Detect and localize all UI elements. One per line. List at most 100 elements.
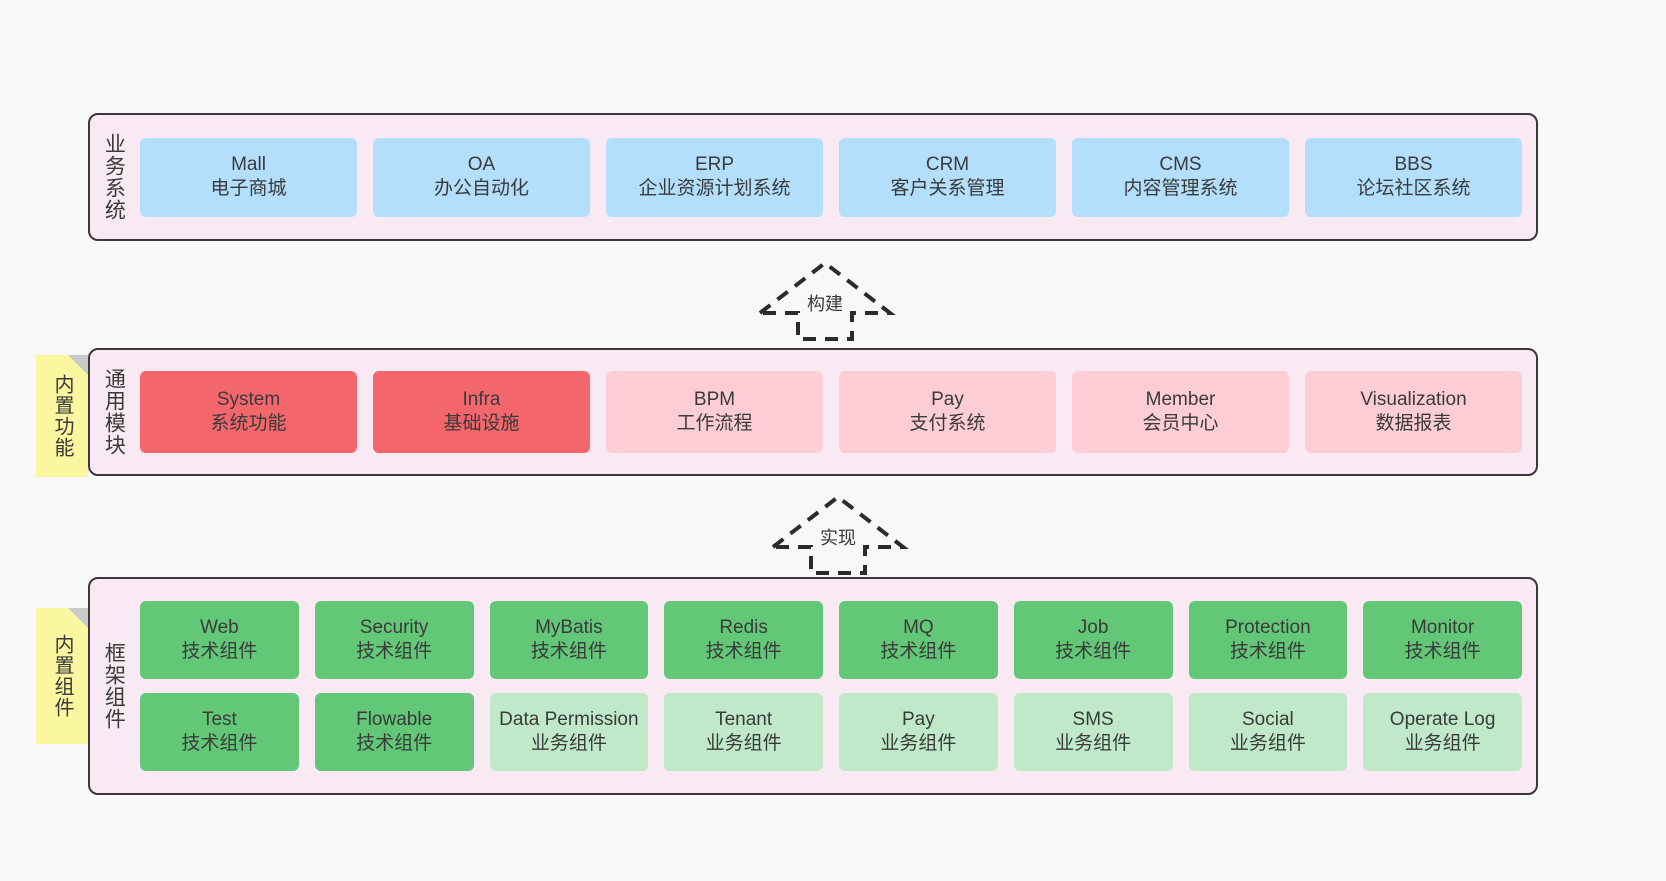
- node-bbs-title: BBS: [1394, 153, 1433, 175]
- layer-framework-components-label: 框架组件: [102, 642, 126, 730]
- node-crm-sub: 客户关系管理: [890, 178, 1005, 199]
- node-mq[interactable]: MQ 技术组件: [839, 601, 998, 679]
- node-bpm[interactable]: BPM 工作流程: [606, 371, 823, 453]
- node-pay-component-sub: 业务组件: [880, 733, 957, 754]
- node-erp-sub: 企业资源计划系统: [638, 178, 791, 199]
- node-protection-title: Protection: [1225, 616, 1311, 638]
- node-mybatis[interactable]: MyBatis 技术组件: [489, 601, 649, 679]
- node-oa-title: OA: [467, 153, 496, 175]
- node-flowable[interactable]: Flowable 技术组件: [314, 693, 474, 771]
- node-system-sub: 系统功能: [210, 413, 287, 434]
- node-tenant-sub: 业务组件: [705, 733, 782, 754]
- node-crm[interactable]: CRM 客户关系管理: [839, 137, 1056, 217]
- sticky-note-builtin-features-label: 内置功能: [51, 374, 73, 458]
- node-data-permission[interactable]: Data Permission 业务组件: [489, 693, 649, 771]
- node-mq-title: MQ: [903, 616, 934, 638]
- node-member[interactable]: Member 会员中心: [1072, 371, 1289, 453]
- node-job-title: Job: [1077, 616, 1109, 638]
- connector-build: 构建: [754, 258, 905, 344]
- node-cms[interactable]: CMS 内容管理系统: [1072, 137, 1289, 217]
- node-redis-title: Redis: [719, 616, 768, 638]
- node-social[interactable]: Social 业务组件: [1188, 693, 1348, 771]
- node-redis[interactable]: Redis 技术组件: [664, 601, 823, 679]
- node-pay-module-title: Pay: [931, 388, 964, 410]
- node-protection-sub: 技术组件: [1229, 641, 1306, 662]
- node-cms-sub: 内容管理系统: [1123, 178, 1238, 199]
- node-web-sub: 技术组件: [181, 641, 258, 662]
- node-test[interactable]: Test 技术组件: [140, 693, 299, 771]
- node-bpm-sub: 工作流程: [676, 413, 753, 434]
- module-node-row: System 系统功能 Infra 基础设施 BPM 工作流程 Pay 支付系统…: [140, 371, 1522, 453]
- sticky-note-builtin-components-label: 内置组件: [51, 634, 73, 718]
- connector-build-label: 构建: [807, 294, 843, 314]
- node-bpm-title: BPM: [693, 388, 736, 410]
- layer-common-modules: 通用模块 System 系统功能 Infra 基础设施 BPM 工作流程 Pay: [88, 348, 1538, 476]
- node-bbs-sub: 论坛社区系统: [1356, 178, 1471, 199]
- node-bbs[interactable]: BBS 论坛社区系统: [1305, 137, 1522, 217]
- layer-business-label: 业务系统: [102, 133, 126, 221]
- business-node-row: Mall 电子商城 OA 办公自动化 ERP 企业资源计划系统 CRM 客户关系…: [140, 137, 1522, 217]
- node-security[interactable]: Security 技术组件: [314, 601, 474, 679]
- node-flowable-sub: 技术组件: [356, 733, 433, 754]
- node-monitor[interactable]: Monitor 技术组件: [1363, 601, 1522, 679]
- node-operate-log[interactable]: Operate Log 业务组件: [1363, 693, 1522, 771]
- sticky-note-builtin-components: 内置组件: [36, 608, 88, 744]
- implement-arrow-icon: [767, 494, 909, 575]
- node-social-sub: 业务组件: [1229, 733, 1306, 754]
- layer-common-modules-body: System 系统功能 Infra 基础设施 BPM 工作流程 Pay 支付系统…: [136, 350, 1536, 474]
- node-pay-module[interactable]: Pay 支付系统: [839, 371, 1056, 453]
- node-monitor-sub: 技术组件: [1404, 641, 1481, 662]
- node-mall-title: Mall: [231, 153, 266, 175]
- node-infra-title: Infra: [462, 388, 501, 410]
- node-mybatis-title: MyBatis: [535, 616, 603, 638]
- connector-implement-label: 实现: [820, 528, 856, 548]
- node-web-title: Web: [200, 616, 239, 638]
- node-erp-title: ERP: [694, 153, 735, 175]
- node-visualization-title: Visualization: [1360, 388, 1467, 410]
- sticky-fold-corner-icon: [68, 608, 88, 628]
- node-sms[interactable]: SMS 业务组件: [1013, 693, 1173, 771]
- node-pay-module-sub: 支付系统: [909, 413, 986, 434]
- node-operate-log-sub: 业务组件: [1404, 733, 1481, 754]
- sticky-note-builtin-features: 内置功能: [36, 355, 88, 477]
- node-crm-title: CRM: [925, 153, 970, 175]
- node-tenant-title: Tenant: [715, 708, 773, 730]
- node-test-title: Test: [201, 708, 237, 730]
- node-oa[interactable]: OA 办公自动化: [373, 137, 590, 217]
- node-infra[interactable]: Infra 基础设施: [373, 371, 590, 453]
- node-system[interactable]: System 系统功能: [140, 371, 357, 453]
- node-operate-log-title: Operate Log: [1389, 708, 1496, 730]
- node-system-title: System: [216, 388, 281, 410]
- node-visualization[interactable]: Visualization 数据报表: [1305, 371, 1522, 453]
- node-sms-sub: 业务组件: [1055, 733, 1132, 754]
- layer-business-body: Mall 电子商城 OA 办公自动化 ERP 企业资源计划系统 CRM 客户关系…: [136, 115, 1536, 239]
- node-mq-sub: 技术组件: [880, 641, 957, 662]
- node-member-title: Member: [1145, 388, 1216, 410]
- node-test-sub: 技术组件: [181, 733, 258, 754]
- node-pay-component-title: Pay: [902, 708, 935, 730]
- node-social-title: Social: [1242, 708, 1294, 730]
- node-protection[interactable]: Protection 技术组件: [1188, 601, 1348, 679]
- node-pay-component[interactable]: Pay 业务组件: [839, 693, 998, 771]
- node-cms-title: CMS: [1159, 153, 1202, 175]
- node-member-sub: 会员中心: [1142, 413, 1219, 434]
- node-mall-sub: 电子商城: [210, 178, 287, 199]
- sticky-fold-corner-icon: [68, 355, 88, 375]
- node-flowable-title: Flowable: [356, 708, 433, 730]
- node-data-permission-sub: 业务组件: [530, 733, 607, 754]
- node-sms-title: SMS: [1072, 708, 1114, 730]
- layer-business-systems: 业务系统 Mall 电子商城 OA 办公自动化 ERP 企业资源计划系统 CRM: [88, 113, 1538, 241]
- node-data-permission-title: Data Permission: [499, 708, 639, 730]
- node-monitor-title: Monitor: [1410, 616, 1475, 638]
- node-oa-sub: 办公自动化: [433, 178, 529, 199]
- node-erp[interactable]: ERP 企业资源计划系统: [606, 137, 823, 217]
- node-web[interactable]: Web 技术组件: [140, 601, 299, 679]
- node-tenant[interactable]: Tenant 业务组件: [664, 693, 823, 771]
- node-infra-sub: 基础设施: [443, 413, 520, 434]
- node-job[interactable]: Job 技术组件: [1013, 601, 1173, 679]
- node-mall[interactable]: Mall 电子商城: [140, 137, 357, 217]
- framework-business-row: Test 技术组件 Flowable 技术组件 Data Permission …: [140, 693, 1522, 771]
- layer-framework-components-body: Web 技术组件 Security 技术组件 MyBatis 技术组件 Redi…: [136, 579, 1536, 793]
- node-security-title: Security: [359, 616, 429, 638]
